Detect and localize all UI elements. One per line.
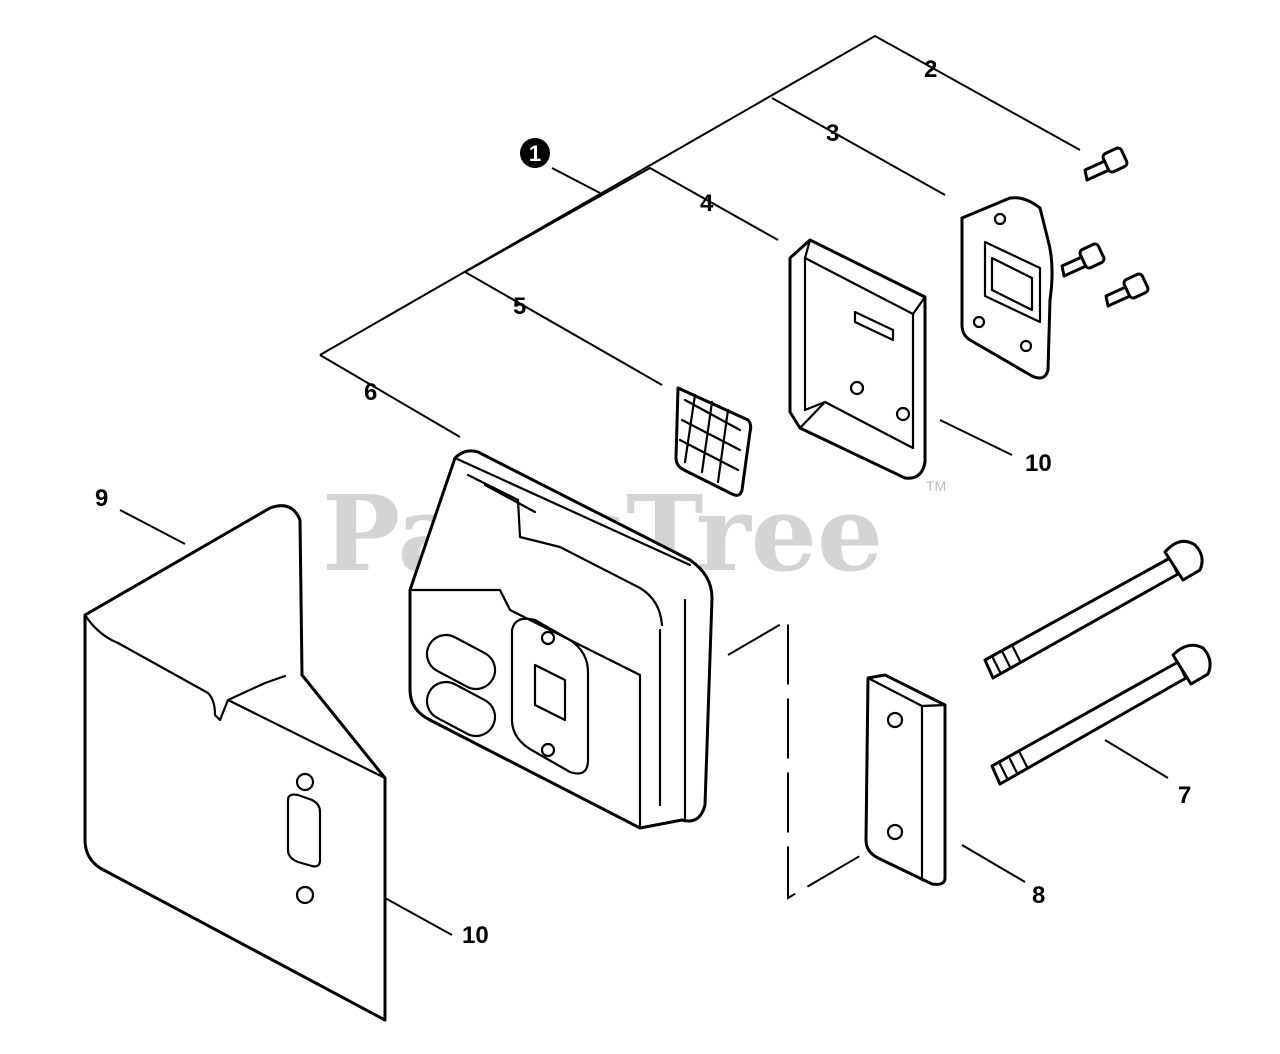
callout-numbers: 2 3 4 5 6 7 8 9 10 10 [95,56,1191,949]
callout-10-shield: 10 [462,922,489,949]
leader-lines [119,419,1169,936]
heat-shield [83,504,387,1022]
callout-9: 9 [95,485,108,512]
spark-arrestor-screen [674,386,753,497]
callout-5: 5 [513,293,526,320]
bolts [983,539,1212,786]
assembly-dash-line [727,618,871,900]
muffler-body [408,449,714,830]
callout-1: 1 [529,141,541,166]
callout-6: 6 [364,379,377,406]
callout-4: 4 [700,190,714,217]
muffler-cover [788,238,927,480]
kit-callout-badge: 1 [520,138,550,168]
callout-2: 2 [924,56,937,83]
screw-icon [1104,272,1150,308]
watermark-trademark: TM [926,478,946,494]
bolt-icon [983,539,1204,680]
assembly-bracket-lines [319,34,1081,438]
callout-7: 7 [1178,782,1191,809]
screws [1060,146,1150,308]
muffler-plate [960,196,1054,380]
callout-8: 8 [1032,882,1045,909]
callout-3: 3 [826,120,839,147]
spacer-plate [864,673,947,886]
bolt-icon [990,643,1212,786]
screw-icon [1060,242,1106,278]
screw-icon [1083,146,1129,182]
callout-10-cover: 10 [1025,450,1052,477]
